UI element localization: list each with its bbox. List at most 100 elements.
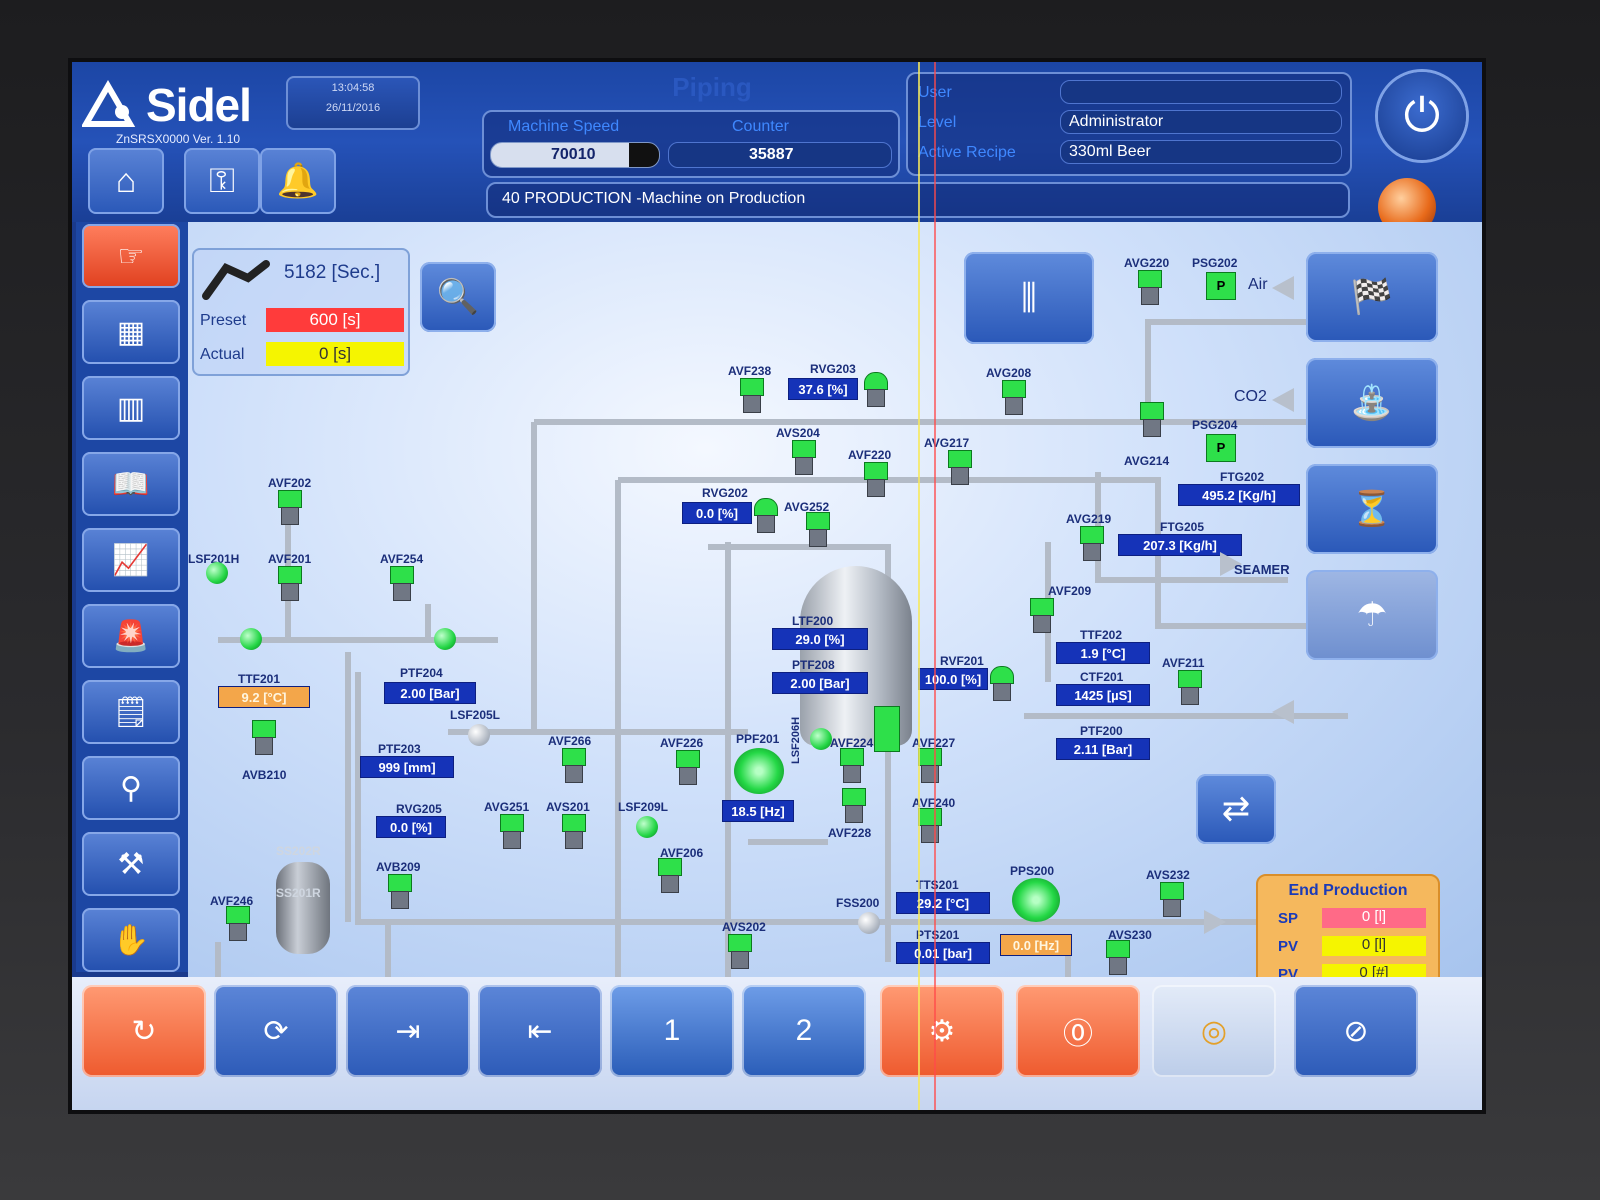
dosing-button[interactable]: ⏳ [1306,464,1438,554]
bottom-toolbar: ↻ ⟳ ⇥ ⇤ 1 2 ⚙ ⓪ ◎ ⊘ [72,977,1482,1110]
value-ptf203: 999 [mm] [360,756,454,778]
recipe-field: 330ml Beer [1060,140,1342,164]
nav-manual-button[interactable]: ☞ [82,224,180,288]
valve-avs204[interactable] [792,440,816,475]
sp-label: SP [1278,910,1299,927]
valve-avf254[interactable] [390,566,414,601]
cycle-loop-button[interactable]: ⟳ [214,985,338,1077]
filling-valve-button[interactable]: ⛲ [1306,358,1438,448]
valve-avf228[interactable] [842,788,866,823]
valve-avs202[interactable] [728,934,752,969]
tag-rvg203: RVG203 [810,362,856,376]
valve-avg251[interactable] [500,814,524,849]
valve-avg219[interactable] [1080,526,1104,561]
book-icon: 📖 [112,467,150,501]
tag-rvg202: RVG202 [702,486,748,500]
cip-spray-button[interactable]: ☂ [1306,570,1438,660]
tag-psg204: PSG204 [1192,418,1238,432]
reset-button[interactable]: ↻ [82,985,206,1077]
zoom-button[interactable]: 🔍 [420,262,496,332]
home-button[interactable]: ⌂ [88,148,164,214]
valve-rvf201[interactable] [990,666,1014,701]
machine-speed-bar: 70010 [490,142,660,168]
valve-avf266[interactable] [562,748,586,783]
recipe-select-button[interactable]: ◎ [1152,985,1276,1077]
hand-coin-icon: ✋ [112,923,150,957]
preset-field[interactable]: 600 [s] [266,308,404,332]
valve-avf211[interactable] [1178,670,1202,705]
left-navigation: ☞ ▦ ▥ 📖 📈 🚨 🗒 ⚲ ⚒ ✋ [76,222,188,972]
valve-avf224[interactable] [840,748,864,783]
sp-field[interactable]: 0 [l] [1322,908,1426,928]
nav-manual-book-button[interactable]: 📖 [82,452,180,516]
sidel-logo: Sidel ZnSRSX0000 Ver. 1.10 [82,76,272,146]
pump-ppf201[interactable] [734,748,784,794]
tag-rvf201: RVF201 [940,654,984,668]
power-icon: ⏻ [1403,89,1441,141]
access-keys-button[interactable]: ⚿ [184,148,260,214]
valve-avf201[interactable] [278,566,302,601]
valve-avg220[interactable] [1138,270,1162,305]
pump-pps200[interactable] [1012,878,1060,922]
manual-valve-button[interactable]: ⚙ [880,985,1004,1077]
filter-icon: ⫼ [1021,278,1037,317]
nav-filler-button[interactable]: ▥ [82,376,180,440]
finish-flag-button[interactable]: 🏁 [1306,252,1438,342]
valve-avf220[interactable] [864,462,888,497]
machine-speed-value: 70010 [551,146,596,163]
exchange-button[interactable]: ⇄ [1196,774,1276,844]
valve-rvg202[interactable] [754,498,778,533]
valve-avs201[interactable] [562,814,586,849]
can-change-button[interactable]: ⇥ [346,985,470,1077]
valve-avf238[interactable] [740,378,764,413]
valve-avf206[interactable] [658,858,682,893]
nav-alarms-button[interactable]: 🚨 [82,604,180,668]
value-rvg202: 0.0 [%] [682,502,752,524]
power-button[interactable]: ⏻ [1378,72,1466,160]
tag-avb209: AVB209 [376,860,421,874]
valve-avb209[interactable] [388,874,412,909]
status-text: 40 PRODUCTION -Machine on Production [502,190,806,207]
valve-avg252[interactable] [806,512,830,547]
tag-avb210: AVB210 [242,768,287,782]
filler-2-button[interactable]: 2 [742,985,866,1077]
valve-avg217[interactable] [948,450,972,485]
valve-avf226[interactable] [676,750,700,785]
valve-avg208[interactable] [1002,380,1026,415]
nav-help-button[interactable]: ✋ [82,908,180,972]
alarm-mute-button[interactable]: ⊘ [1294,985,1418,1077]
valve-avs232[interactable] [1160,882,1184,917]
can-change-loop-button[interactable]: ⇤ [478,985,602,1077]
spray-icon: ☂ [1356,596,1388,634]
tag-avg220: AVG220 [1124,256,1170,270]
valve-avg214[interactable] [1140,402,1164,437]
tag-lsf206h: LSF206H [790,716,802,764]
valve-avf240[interactable] [918,808,942,843]
filter-unit-button[interactable]: ⫼ [964,252,1094,344]
co2-inlet-arrow [1272,388,1294,412]
zero-counter-button[interactable]: ⓪ [1016,985,1140,1077]
value-ctf201: 1425 [µS] [1056,684,1150,706]
nav-recipe-button[interactable]: 🗒 [82,680,180,744]
nav-cip-button[interactable]: ⚲ [82,756,180,820]
nav-trends-button[interactable]: 📈 [82,528,180,592]
datetime-display: 13:04:58 26/11/2016 [286,76,420,130]
valve-avf202[interactable] [278,490,302,525]
filler-1-button[interactable]: 1 [610,985,734,1077]
alarms-button[interactable]: 🔔 [260,148,336,214]
valve-avf209[interactable] [1030,598,1054,633]
tag-ss201: SS201R [276,886,321,900]
tag-ftg205: FTG205 [1160,520,1205,534]
valve-avf227[interactable] [918,748,942,783]
nav-machine-button[interactable]: ▦ [82,300,180,364]
nav-maintenance-button[interactable]: ⚒ [82,832,180,896]
value-rvg205: 0.0 [%] [376,816,446,838]
hand-machine-icon: ☞ [117,239,145,273]
valve-avs230[interactable] [1106,940,1130,975]
level-field: Administrator [1060,110,1342,134]
valve-avf246[interactable] [226,906,250,941]
filler-2-label: 2 [795,1014,813,1047]
valve-rvg203[interactable] [864,372,888,407]
valve-avb210[interactable] [252,720,276,755]
tag-avs232: AVS232 [1146,868,1190,882]
